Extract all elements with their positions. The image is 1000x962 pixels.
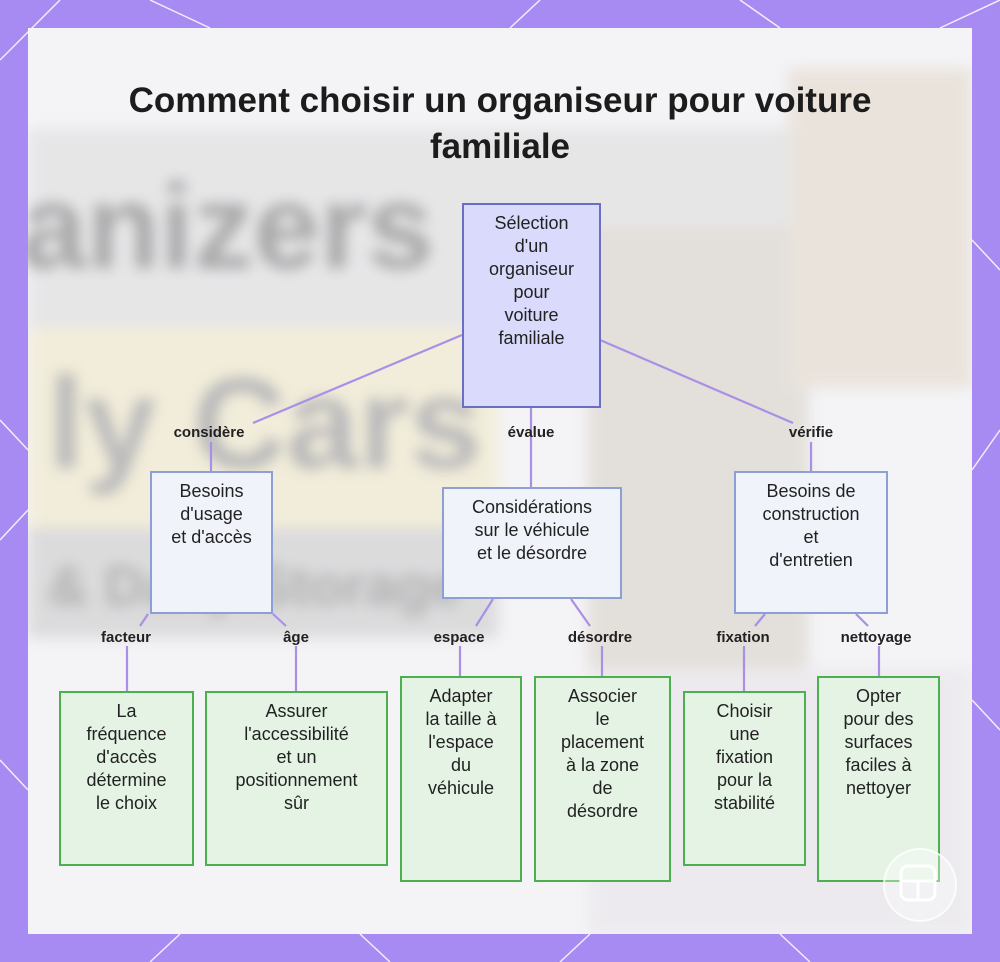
category-node-line: Considérations	[471, 497, 593, 517]
leaf-node-line: détermine	[86, 770, 167, 790]
leaf-node-line: une	[729, 724, 760, 744]
edge-label-nettoyage: nettoyage	[840, 629, 912, 646]
leaf-node-line: le choix	[95, 793, 158, 813]
edge-label-facteur: facteur	[100, 629, 152, 646]
leaf-node-fixation: Choisir une fixation pour la stabilité	[683, 691, 806, 866]
edge-label-evalue: évalue	[507, 424, 555, 441]
leaf-node-placement: Associer le placement à la zone de désor…	[534, 676, 671, 882]
leaf-node-line: Associer	[567, 686, 638, 706]
leaf-node-surfaces: Opter pour des surfaces faciles à nettoy…	[817, 676, 940, 882]
category-node-line: et le désordre	[476, 543, 588, 563]
edge-label-desordre: désordre	[567, 629, 633, 646]
leaf-node-line: d'accès	[96, 747, 157, 767]
root-node: Sélection d'un organiseur pour voiture f…	[462, 203, 601, 408]
leaf-node-line: le	[595, 709, 610, 729]
connector-espace	[475, 598, 494, 627]
leaf-node-line: positionnement	[235, 770, 358, 790]
category-node-vehicule: Considérations sur le véhicule et le dés…	[442, 487, 622, 599]
category-node-line: construction	[762, 504, 860, 524]
connector-facteur	[139, 613, 149, 627]
root-node-line: pour	[513, 282, 550, 302]
leaf-node-frequence: La fréquence d'accès détermine le choix	[59, 691, 194, 866]
category-node-line: d'usage	[180, 504, 243, 524]
root-node-line: organiseur	[488, 259, 575, 279]
leaf-node-line: l'accessibilité	[244, 724, 349, 744]
leaf-node-line: nettoyer	[845, 778, 912, 798]
leaf-node-line: pour la	[716, 770, 773, 790]
edge-label-age: âge	[283, 629, 309, 646]
leaf-node-line: et un	[276, 747, 317, 767]
leaf-node-line: Adapter	[429, 686, 493, 706]
edge-label-considere: considère	[173, 424, 245, 441]
category-node-line: sur le véhicule	[474, 520, 590, 540]
root-node-line: familiale	[498, 328, 565, 348]
edge-label-fixation: fixation	[716, 629, 770, 646]
connector-nettoyage	[855, 613, 869, 627]
connector-lines	[125, 333, 881, 691]
category-node-usage: Besoins d'usage et d'accès	[150, 471, 273, 614]
leaf-node-line: stabilité	[713, 793, 776, 813]
leaf-node-line: Assurer	[265, 701, 328, 721]
leaf-node-line: faciles à	[845, 755, 912, 775]
diagram-card: anizers ly Cars & Daily Storage Comment …	[28, 28, 972, 934]
leaf-node-line: Opter	[855, 686, 902, 706]
leaf-node-line: fréquence	[86, 724, 167, 744]
diagram-title: Comment choisir un organiseur pour voitu…	[128, 81, 872, 166]
connector-age	[272, 613, 287, 627]
leaf-node-accessibilite: Assurer l'accessibilité et un positionne…	[205, 691, 388, 866]
connector-verifie	[599, 338, 794, 425]
leaf-node-line: surfaces	[844, 732, 913, 752]
leaf-node-line: de	[592, 778, 613, 798]
root-node-line: Sélection	[494, 213, 569, 233]
category-node-line: et d'accès	[171, 527, 252, 547]
edge-label-espace: espace	[433, 629, 485, 646]
root-node-line: voiture	[504, 305, 559, 325]
app-logo-icon	[883, 848, 957, 922]
category-node-construction: Besoins de construction et d'entretien	[734, 471, 888, 614]
category-node-line: et	[803, 527, 819, 547]
root-node-line: d'un	[514, 236, 549, 256]
leaf-node-line: la taille à	[425, 709, 497, 729]
category-node-line: d'entretien	[769, 550, 853, 570]
leaf-node-line: l'espace	[428, 732, 494, 752]
leaf-node-line: à la zone	[565, 755, 640, 775]
leaf-node-line: du	[450, 755, 472, 775]
edge-label-verifie: vérifie	[788, 424, 834, 441]
background-word: anizers	[28, 160, 434, 294]
leaf-node-line: La	[116, 701, 137, 721]
leaf-node-line: véhicule	[427, 778, 495, 798]
leaf-node-line: désordre	[566, 801, 639, 821]
connector-considere	[252, 333, 463, 425]
connector-desordre	[570, 598, 591, 627]
leaf-node-line: pour des	[843, 709, 914, 729]
category-node-line: Besoins de	[766, 481, 856, 501]
leaf-node-line: fixation	[715, 747, 774, 767]
decision-tree: considère évalue vérifie facteur âge esp…	[28, 28, 972, 934]
leaf-node-line: sûr	[283, 793, 309, 813]
leaf-node-line: placement	[560, 732, 645, 752]
leaf-node-taille: Adapter la taille à l'espace du véhicule	[400, 676, 522, 882]
category-node-line: Besoins	[179, 481, 244, 501]
connector-fixation	[754, 613, 766, 627]
leaf-node-line: Choisir	[716, 701, 773, 721]
